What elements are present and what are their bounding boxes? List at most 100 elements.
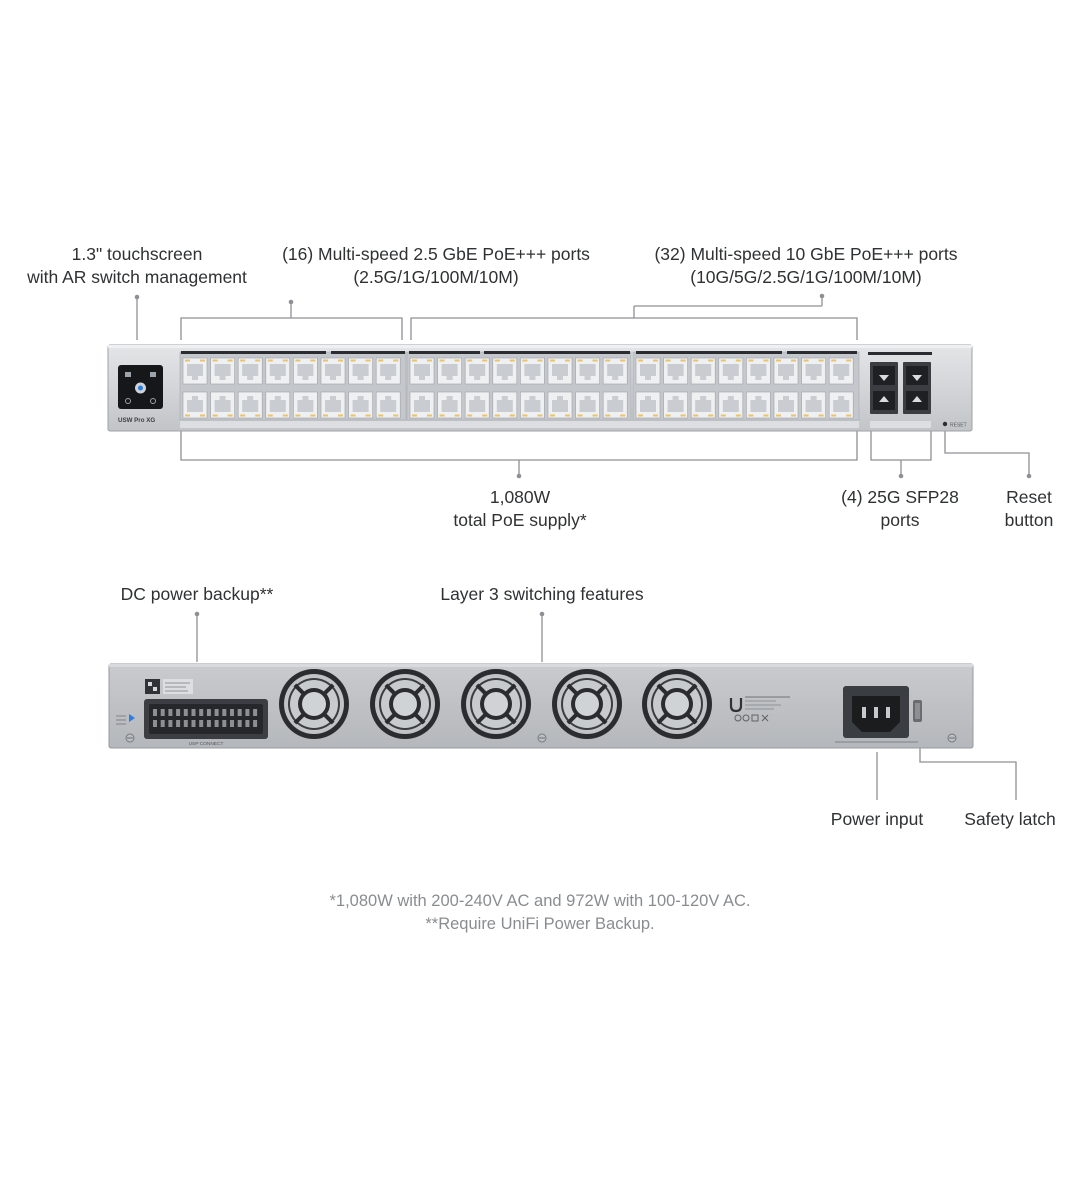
rj45-port[interactable] (663, 391, 688, 419)
rj45-port[interactable] (210, 391, 235, 419)
poe-supply-label-line1: 1,080W (489, 487, 551, 507)
fan-icon (642, 669, 712, 739)
footnotes: *1,080W with 200-240V AC and 972W with 1… (0, 890, 1080, 936)
rj45-port[interactable] (801, 357, 826, 385)
rj45-port[interactable] (690, 391, 716, 419)
fan-icon (461, 669, 531, 739)
dc-pin (245, 720, 250, 727)
rj45-port[interactable] (828, 357, 854, 385)
rj45-port[interactable] (575, 391, 600, 419)
rj45-port[interactable] (492, 357, 518, 385)
rj45-port[interactable] (690, 357, 716, 385)
rj45-port[interactable] (375, 391, 401, 419)
rj45-port[interactable] (182, 357, 208, 385)
unifi-logo-icon (729, 698, 743, 713)
rj45-port[interactable] (437, 391, 462, 419)
rj45-port[interactable] (464, 357, 490, 385)
dc-power-backup-connector[interactable] (144, 699, 268, 739)
rj45-port[interactable] (746, 391, 771, 419)
rj45-port[interactable] (437, 357, 462, 385)
rj45-port[interactable] (320, 357, 346, 385)
rj45-port[interactable] (237, 391, 263, 419)
sfp28-label-line2: ports (880, 509, 920, 530)
rj45-port[interactable] (718, 391, 744, 419)
ports-2-5g-label: (16) Multi-speed 2.5 GbE PoE+++ ports (2… (271, 243, 601, 288)
rj45-port[interactable] (320, 391, 346, 419)
rj45-port[interactable] (773, 357, 799, 385)
dc-connector-pins (153, 709, 258, 727)
rj45-port[interactable] (520, 357, 545, 385)
dc-pin (191, 709, 196, 716)
rj45-port[interactable] (547, 391, 573, 419)
ports-10g-label-line2: (10G/5G/2.5G/1G/100M/10M) (690, 266, 922, 287)
rj45-port[interactable] (293, 391, 318, 419)
fan-icon (370, 669, 440, 739)
reset-button[interactable] (942, 421, 948, 427)
dc-pin (206, 709, 211, 716)
dc-pin (253, 709, 258, 716)
rj45-port[interactable] (635, 391, 661, 419)
rj45-port[interactable] (348, 391, 373, 419)
dc-pin (237, 709, 242, 716)
dc-pin (199, 709, 204, 716)
poe-supply-label: 1,080W total PoE supply* (420, 486, 620, 531)
ports-10g-label: (32) Multi-speed 10 GbE PoE+++ ports (10… (641, 243, 971, 288)
dc-pin (153, 720, 157, 727)
model-badge: USW Pro XG (118, 417, 155, 424)
dc-pin (191, 720, 196, 727)
rj45-port[interactable] (464, 391, 490, 419)
rj45-port[interactable] (265, 357, 291, 385)
rj45-port[interactable] (547, 357, 573, 385)
rj45-port[interactable] (409, 391, 435, 419)
rj45-port[interactable] (801, 391, 826, 419)
poe-supply-label-line2: total PoE supply* (453, 509, 587, 530)
rear-callouts (196, 614, 1017, 800)
usp-connect-text: USP CONNECT (189, 741, 224, 747)
dc-pin (230, 720, 234, 727)
ports-2-5g-label-line1: (16) Multi-speed 2.5 GbE PoE+++ ports (282, 244, 590, 264)
rj45-port[interactable] (210, 357, 235, 385)
cooling-fans (279, 669, 712, 739)
rj45-port[interactable] (182, 391, 208, 419)
rj45-port[interactable] (663, 357, 688, 385)
dc-pin (214, 720, 219, 727)
reset-text: RESET (950, 423, 967, 429)
rj45-port[interactable] (575, 357, 600, 385)
dc-pin (176, 720, 181, 727)
reset-label-line1: Reset (1006, 487, 1052, 507)
reset-label-line2: button (1004, 509, 1054, 530)
sfp28-cages (868, 352, 932, 428)
rj45-port[interactable] (409, 357, 435, 385)
rj45-port[interactable] (348, 357, 373, 385)
rj45-port[interactable] (718, 357, 744, 385)
ports-10g-label-line1: (32) Multi-speed 10 GbE PoE+++ ports (654, 244, 958, 264)
rear-callout-dots (194, 611, 545, 617)
reset-label: Reset button (988, 486, 1070, 531)
rj45-port[interactable] (492, 391, 518, 419)
front-panel: USW Pro XG (107, 344, 973, 432)
rj45-port[interactable] (828, 391, 854, 419)
rj45-port[interactable] (293, 357, 318, 385)
power-input-socket[interactable] (843, 686, 909, 738)
touchscreen-display[interactable] (118, 365, 163, 409)
safety-latch[interactable] (913, 700, 922, 722)
rj45-port[interactable] (602, 357, 628, 385)
sfp28-label-line1: (4) 25G SFP28 (841, 487, 959, 507)
rear-panel: USP CONNECT (108, 663, 974, 749)
rj45-port[interactable] (265, 391, 291, 419)
dc-pin (230, 709, 234, 716)
rj45-port[interactable] (602, 391, 628, 419)
fan-icon (552, 669, 622, 739)
rj45-port[interactable] (635, 357, 661, 385)
dc-pin (214, 709, 219, 716)
dc-pin (199, 720, 204, 727)
rj45-port[interactable] (520, 391, 545, 419)
rj45-port[interactable] (237, 357, 263, 385)
rj45-port[interactable] (746, 357, 771, 385)
dc-pin (153, 709, 157, 716)
rj45-port[interactable] (773, 391, 799, 419)
footnote-poe: *1,080W with 200-240V AC and 972W with 1… (329, 892, 751, 910)
rj45-port[interactable] (375, 357, 401, 385)
touchscreen-label: 1.3" touchscreen with AR switch manageme… (22, 243, 252, 288)
